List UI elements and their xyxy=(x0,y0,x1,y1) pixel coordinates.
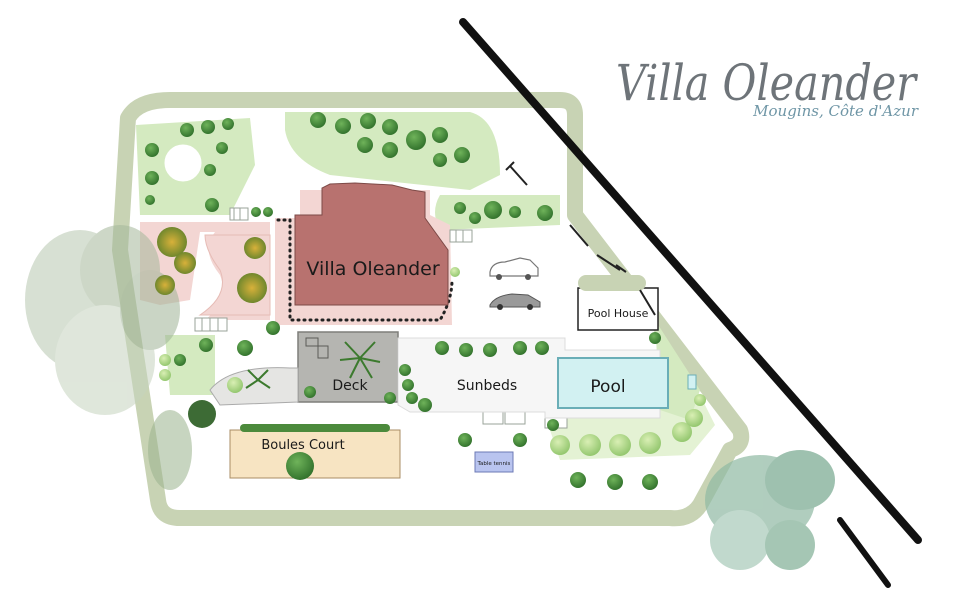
circular-lawn xyxy=(161,141,205,185)
sunbeds-label: Sunbeds xyxy=(457,378,517,394)
deck-walkway xyxy=(209,367,299,406)
villa-label: Villa Oleander xyxy=(306,258,439,280)
boules-court xyxy=(229,429,401,479)
palm-tree-icon xyxy=(155,227,267,303)
light-bush-icon xyxy=(159,267,706,456)
boules-court-label: Boules Court xyxy=(261,438,344,453)
boules-hedge xyxy=(240,424,390,432)
car-icon xyxy=(489,257,539,280)
pool-house-label: Pool House xyxy=(588,307,649,320)
pool xyxy=(557,357,669,409)
logo-title: Villa Oleander xyxy=(616,54,919,112)
pool-label: Pool xyxy=(590,377,625,397)
car-icon xyxy=(489,293,541,310)
large-tree-cluster-west xyxy=(25,225,192,490)
bush-icon xyxy=(145,112,661,490)
palm-tree-icon xyxy=(245,341,381,389)
deck-label: Deck xyxy=(332,378,368,394)
road-line-lower xyxy=(837,517,891,588)
table-tennis-table xyxy=(474,451,514,473)
deck-furniture xyxy=(305,337,329,359)
pool-house-hedge xyxy=(578,275,646,291)
road-line xyxy=(459,18,922,544)
villa-building xyxy=(294,182,449,306)
terrace-dotted-outline xyxy=(276,218,454,322)
property-boundary-path xyxy=(112,92,750,527)
large-tree-cluster-east xyxy=(705,450,835,570)
logo-subtitle: Mougins, Côte d'Azur xyxy=(752,102,919,120)
table-tennis-label: Table tennis xyxy=(477,461,511,467)
gate-lines xyxy=(505,161,656,316)
pool-step xyxy=(687,374,697,390)
